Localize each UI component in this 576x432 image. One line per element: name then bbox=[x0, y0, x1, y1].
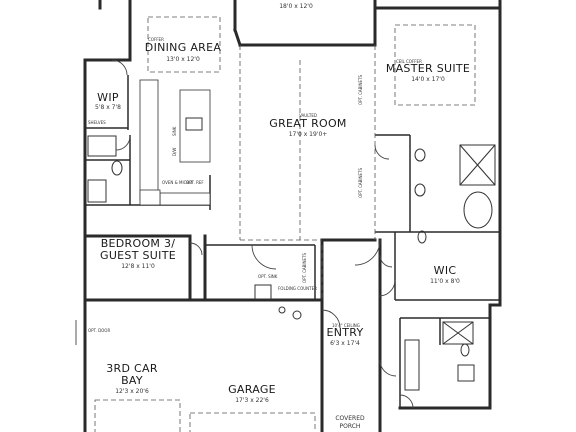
opt-sink-note: OPT. SINK bbox=[258, 274, 278, 279]
sink-note: SINK bbox=[172, 126, 177, 136]
wic-dim: 11'0 x 8'0 bbox=[430, 278, 460, 285]
opt-cabinets-note-laundry: OPT. CABINETS bbox=[302, 253, 307, 283]
top-room-dim: 18'0 x 12'0 bbox=[279, 3, 313, 10]
dining-area-dim: 13'0 x 12'0 bbox=[166, 56, 200, 63]
master-suite-dim: 14'0 x 17'0 bbox=[411, 76, 445, 83]
third-car-dim: 12'3 x 20'6 bbox=[115, 388, 149, 395]
wip-name: WIP bbox=[97, 91, 119, 104]
bedroom-name-line1: BEDROOM 3/ bbox=[101, 237, 176, 250]
bedroom-dim: 12'8 x 11'0 bbox=[121, 263, 155, 270]
oven-micro-note: OVEN & MICRO bbox=[162, 180, 192, 185]
porch-name-line2: PORCH bbox=[340, 423, 361, 430]
entry-name: ENTRY bbox=[326, 326, 363, 339]
wip-dim: 5'8 x 7'8 bbox=[95, 104, 121, 111]
room-labels: 18'0 x 12'0 COFFER DINING AREA 13'0 x 12… bbox=[88, 3, 470, 430]
wic-name: WIC bbox=[434, 264, 457, 277]
opt-ref-note: OPT. REF bbox=[186, 180, 204, 185]
garage-doors bbox=[94, 399, 316, 432]
third-car-name-line2: BAY bbox=[121, 374, 143, 387]
wip-shelves-note: SHELVES bbox=[88, 120, 106, 125]
entry-ceiling-note: 10'4" CEILING bbox=[332, 323, 360, 328]
great-room-dim: 17'0 x 19'0+ bbox=[289, 131, 328, 138]
great-room-ceiling-note: VAULTED bbox=[299, 113, 317, 118]
folding-counter-note: FOLDING COUNTER bbox=[278, 286, 317, 291]
great-room-name: GREAT ROOM bbox=[269, 117, 346, 130]
dining-area-name: DINING AREA bbox=[145, 41, 222, 54]
plan-notes: OPT. CABINETS OPT. CABINETS OPT. CABINET… bbox=[88, 75, 363, 333]
kitchen-cabinets bbox=[139, 79, 211, 206]
garage-dim: 17'3 x 22'6 bbox=[235, 397, 269, 404]
master-ceiling-note: CEIL COFFER bbox=[396, 59, 422, 64]
bath-fixtures bbox=[87, 135, 496, 391]
entry-dim: 6'3 x 17'4 bbox=[330, 340, 360, 347]
garage-name: GARAGE bbox=[228, 383, 276, 396]
master-suite-name: MASTER SUITE bbox=[386, 62, 470, 75]
porch-name-line1: COVERED bbox=[335, 415, 365, 422]
opt-cabinets-note-great-lower: OPT. CABINETS bbox=[358, 168, 363, 198]
dw-note: D/W bbox=[172, 148, 177, 156]
opt-door-note: OPT. DOOR bbox=[88, 328, 110, 333]
dining-ceiling-note: COFFER bbox=[148, 37, 164, 42]
opt-cabinets-note-great: OPT. CABINETS bbox=[358, 75, 363, 105]
bedroom-name-line2: GUEST SUITE bbox=[100, 249, 176, 262]
third-car-name-line1: 3RD CAR bbox=[106, 362, 158, 375]
doors bbox=[75, 59, 414, 409]
ceiling-lines bbox=[147, 16, 476, 300]
